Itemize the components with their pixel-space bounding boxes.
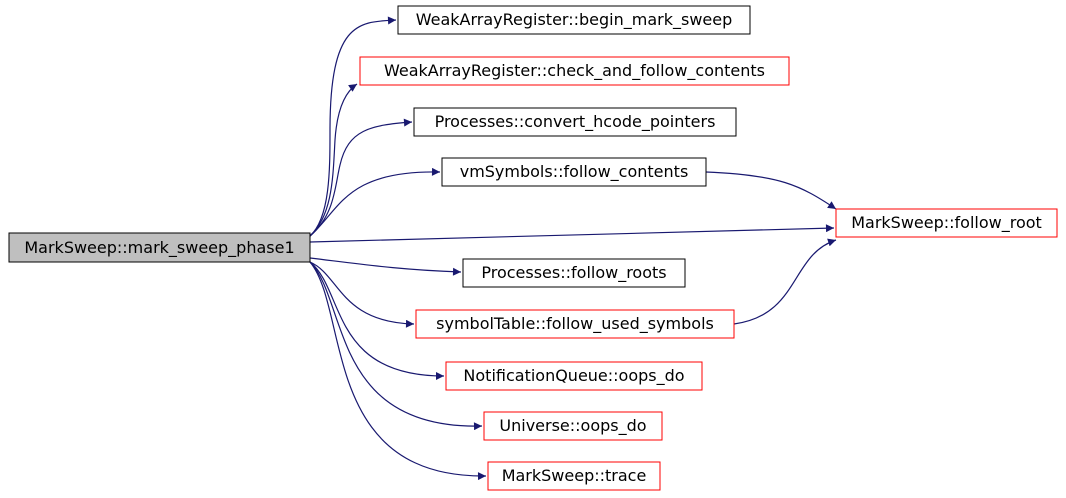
edge-to-follow-used-symbols <box>309 261 415 328</box>
node-label: NotificationQueue::oops_do <box>463 366 684 386</box>
edge-to-marksweep-trace <box>309 261 487 481</box>
edge-to-convert-hcode-pointers <box>309 118 413 237</box>
node-label: WeakArrayRegister::begin_mark_sweep <box>416 10 733 30</box>
node-label: symbolTable::follow_used_symbols <box>436 314 714 334</box>
node-label: Processes::convert_hcode_pointers <box>435 112 716 132</box>
edge-to-universe-oops-do <box>309 261 483 431</box>
node-label: Universe::oops_do <box>499 416 646 436</box>
node-label: WeakArrayRegister::check_and_follow_cont… <box>384 61 765 81</box>
node-mark-sweep-phase1[interactable]: MarkSweep::mark_sweep_phase1 <box>8 232 311 263</box>
node-vmsymbols-follow-contents[interactable]: vmSymbols::follow_contents <box>441 157 707 187</box>
edges-layer <box>309 16 837 481</box>
edge-symboltable-to-follow-root <box>733 238 837 325</box>
edge-to-check-and-follow-contents <box>309 83 358 237</box>
node-universe-oops-do[interactable]: Universe::oops_do <box>483 411 663 441</box>
edge-to-vmsymbols-follow-contents <box>309 167 441 237</box>
node-convert-hcode-pointers[interactable]: Processes::convert_hcode_pointers <box>413 107 737 137</box>
edge-to-begin-mark-sweep <box>309 16 397 237</box>
node-follow-used-symbols[interactable]: symbolTable::follow_used_symbols <box>415 309 735 339</box>
node-notification-oops-do[interactable]: NotificationQueue::oops_do <box>445 361 703 391</box>
node-follow-root[interactable]: MarkSweep::follow_root <box>835 208 1058 238</box>
edge-to-follow-root-direct <box>309 224 835 243</box>
node-begin-mark-sweep[interactable]: WeakArrayRegister::begin_mark_sweep <box>397 5 751 35</box>
edge-to-follow-roots <box>309 257 462 276</box>
node-label: vmSymbols::follow_contents <box>460 162 689 182</box>
node-label: MarkSweep::trace <box>502 466 647 485</box>
edge-to-notification-oops-do <box>309 261 445 380</box>
nodes-layer: MarkSweep::mark_sweep_phase1 WeakArrayRe… <box>8 5 1058 491</box>
node-marksweep-trace[interactable]: MarkSweep::trace <box>487 461 661 491</box>
node-check-and-follow-contents[interactable]: WeakArrayRegister::check_and_follow_cont… <box>359 56 790 86</box>
node-label: MarkSweep::mark_sweep_phase1 <box>24 238 294 258</box>
node-label: Processes::follow_roots <box>481 263 666 283</box>
node-label: MarkSweep::follow_root <box>851 213 1042 233</box>
node-follow-roots[interactable]: Processes::follow_roots <box>462 258 686 288</box>
edge-vmsymbols-to-follow-root <box>705 171 837 210</box>
